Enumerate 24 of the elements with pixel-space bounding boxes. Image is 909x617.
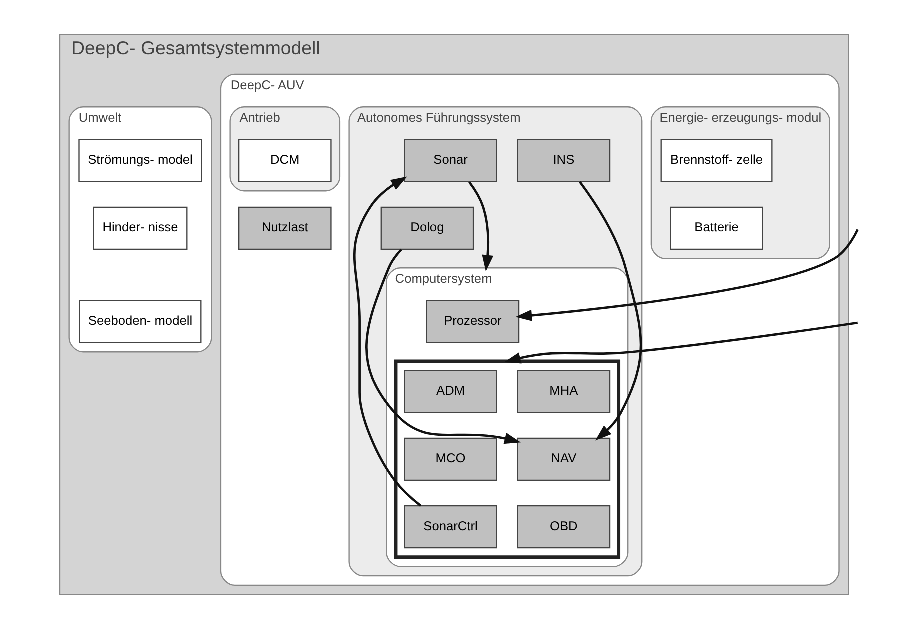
node-box: NAV (517, 438, 611, 482)
node-box: Prozessor (426, 300, 520, 344)
node-box: DCM (238, 139, 332, 182)
arrow (579, 181, 642, 441)
node-box: MCO (404, 438, 498, 482)
node-box: Batterie (670, 206, 764, 250)
node-box: MHA (517, 370, 611, 414)
node-box: Nutzlast (238, 206, 332, 250)
node-box: Hinder- nisse (93, 206, 188, 250)
arrow (504, 322, 858, 364)
node-box: ADM (404, 370, 498, 414)
node-box: SonarCtrl (404, 506, 498, 549)
node-box: INS (517, 139, 611, 182)
arrow (366, 248, 522, 444)
arrow (516, 229, 859, 322)
node-box: Sonar (404, 139, 498, 182)
arrow (354, 176, 422, 507)
node-box: OBD (517, 506, 611, 549)
node-box: Brennstoff- zelle (660, 139, 773, 182)
node-box: Strömungs- model (78, 139, 202, 182)
node-box: Dolog (380, 206, 474, 250)
arrow (468, 182, 494, 272)
cluster (394, 360, 621, 560)
node-box: Seeboden- modell (79, 300, 202, 344)
